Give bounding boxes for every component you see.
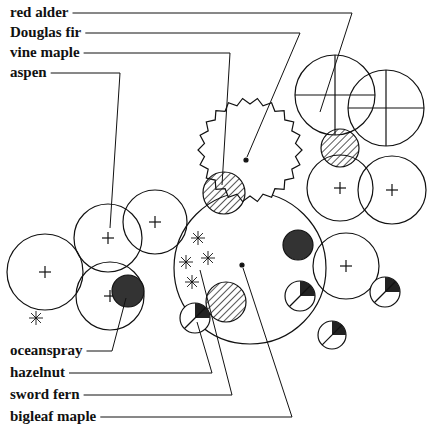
plus-mark [345, 260, 346, 272]
leader-line [84, 270, 232, 395]
leader-line [73, 13, 353, 112]
plus-mark [109, 290, 110, 302]
species-label: Douglas fir [10, 24, 81, 40]
plus-mark [44, 266, 45, 278]
plus-mark [107, 232, 108, 244]
crown-line [290, 286, 311, 307]
plus-mark [154, 216, 155, 228]
stem-dot [240, 263, 244, 267]
leader-line [87, 298, 127, 351]
crown-line [322, 325, 342, 345]
vine-maple-crown [321, 129, 359, 167]
red-alder-crown [348, 70, 424, 146]
aspen-crown [358, 156, 426, 224]
oceanspray-crown [283, 230, 313, 260]
crown-line [185, 308, 206, 329]
crown-cross [385, 70, 386, 146]
aspen-crown [7, 234, 83, 310]
species-label: aspen [10, 64, 47, 80]
sword-fern-symbol [193, 233, 203, 243]
leader-line [85, 33, 300, 157]
sword-fern-symbol [31, 313, 41, 323]
stem-dot [244, 158, 248, 162]
sword-fern-symbol [181, 257, 191, 267]
hazelnut-crown [285, 281, 315, 311]
aspen-crown [313, 233, 379, 299]
species-label: vine maple [10, 44, 80, 60]
plus-mark [339, 182, 340, 194]
vine-maple-crown [203, 172, 245, 214]
hazelnut-crown [370, 277, 400, 307]
species-label: hazelnut [10, 364, 65, 380]
plus-mark [391, 184, 392, 196]
leader-line [51, 73, 120, 228]
bigleaf-maple-crown [174, 192, 326, 344]
hazelnut-crown [318, 321, 346, 349]
species-label: red alder [10, 4, 68, 20]
oceanspray-crown [112, 275, 144, 307]
hazelnut-crown [180, 303, 210, 333]
leader-line [69, 322, 212, 373]
sword-fern-symbol [187, 277, 197, 287]
aspen-crown [76, 262, 144, 330]
species-label: oceanspray [10, 342, 83, 358]
leader-line [100, 268, 292, 417]
crown-line [375, 282, 396, 303]
species-label: bigleaf maple [10, 408, 96, 424]
sword-fern-symbol [203, 253, 213, 263]
species-label: sword fern [10, 386, 80, 402]
aspen-crown [123, 190, 187, 254]
